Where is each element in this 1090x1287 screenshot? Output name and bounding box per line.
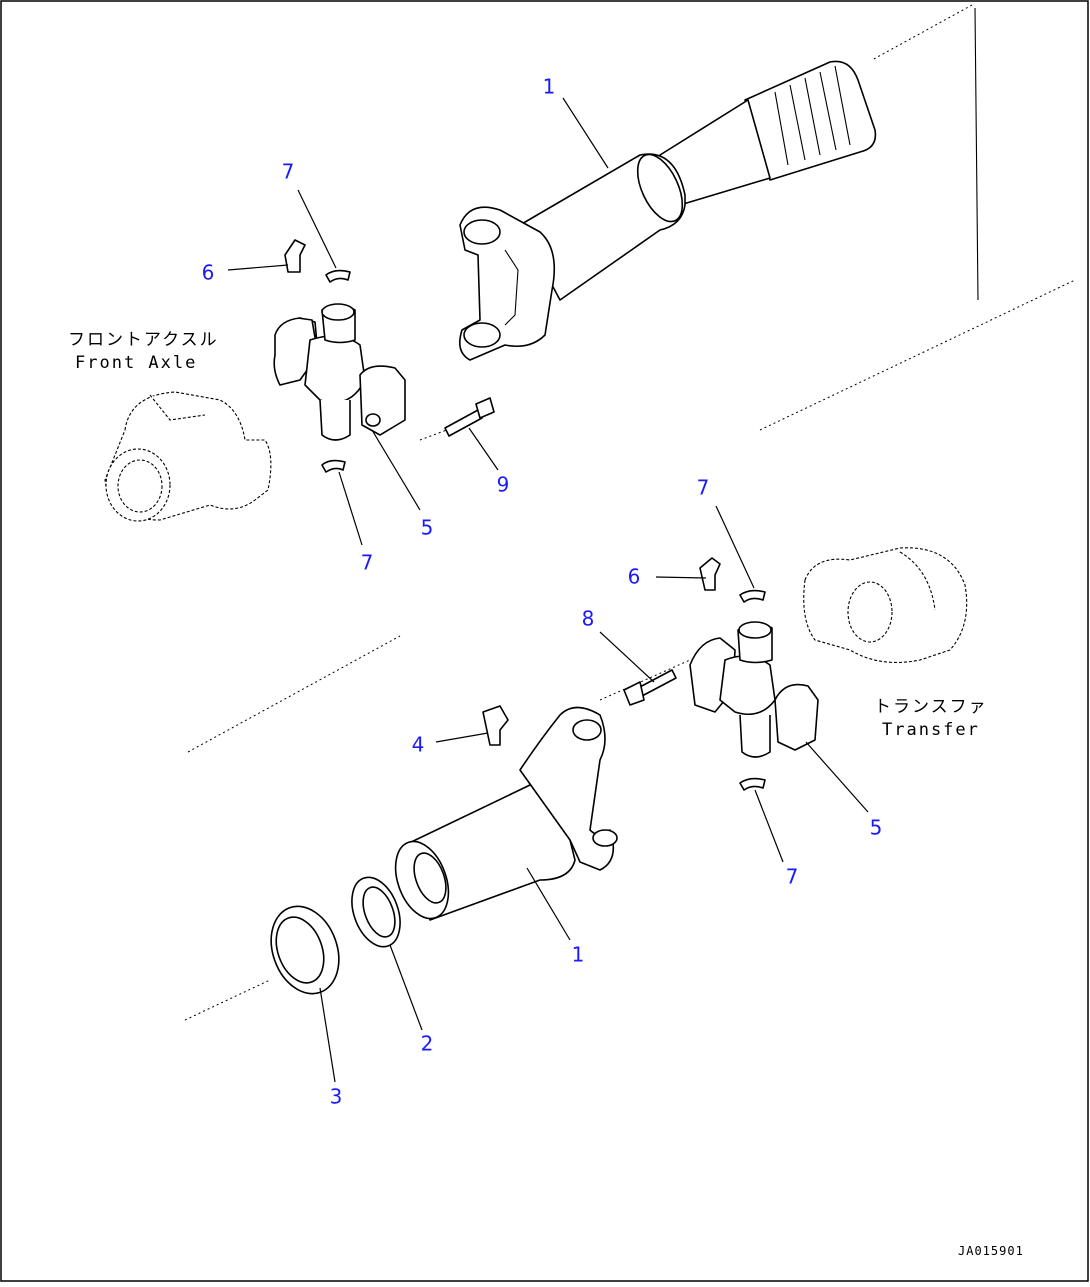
- callout-snap-ring-rear-bottom: 7: [786, 865, 799, 889]
- dust-seal: [351, 876, 401, 948]
- snap-ring-rear-top: [739, 589, 766, 603]
- callout-shaft-lower: 1: [572, 943, 585, 967]
- callout-seal-cap: 3: [330, 1085, 343, 1109]
- callout-dust-seal: 2: [421, 1032, 434, 1056]
- callout-snap-ring-rear-top: 7: [697, 476, 710, 500]
- spider-bearing-front: [273, 303, 406, 441]
- callout-snap-ring-front-top: 7: [282, 160, 295, 184]
- transfer-label-jp: トランスファ: [874, 697, 988, 717]
- callout-grease-fitting-front: 6: [202, 261, 215, 285]
- seal-cap: [270, 905, 340, 995]
- callout-bolt-front: 9: [497, 473, 510, 497]
- callout-spider-front: 5: [421, 516, 434, 540]
- spider-bearing-rear: [689, 621, 819, 758]
- callout-bolt-rear: 8: [582, 607, 595, 631]
- drive-shaft-lower: [394, 706, 618, 921]
- transfer-label-en: Transfer: [882, 720, 980, 740]
- front-axle-label-jp: フロントアクスル: [68, 330, 219, 350]
- callout-grease-fitting-rear: 6: [628, 565, 641, 589]
- front-axle-label-en: Front Axle: [75, 353, 197, 373]
- snap-ring-front-top: [325, 269, 351, 283]
- callout-shaft-upper: 1: [543, 75, 556, 99]
- drive-shaft-upper: [459, 60, 877, 361]
- callout-snap-ring-front-bottom: 7: [361, 551, 374, 575]
- grease-fitting-rear: [699, 557, 721, 591]
- center-lines: [184, 4, 1076, 1021]
- bolt-front: [444, 397, 495, 437]
- leader-lines: [227, 97, 869, 1083]
- front-axle-housing: [104, 391, 272, 522]
- snap-ring-rear-bottom: [739, 777, 766, 791]
- bolt-rear: [623, 669, 677, 706]
- grease-fitting-front: [284, 239, 306, 273]
- snap-ring-front-bottom: [321, 459, 346, 473]
- transfer-housing: [803, 547, 968, 663]
- drawing-number: JA015901: [958, 1244, 1024, 1258]
- callout-spider-rear: 5: [870, 816, 883, 840]
- callout-grease-fitting-lower: 4: [412, 733, 425, 757]
- grease-fitting-lower: [482, 705, 509, 746]
